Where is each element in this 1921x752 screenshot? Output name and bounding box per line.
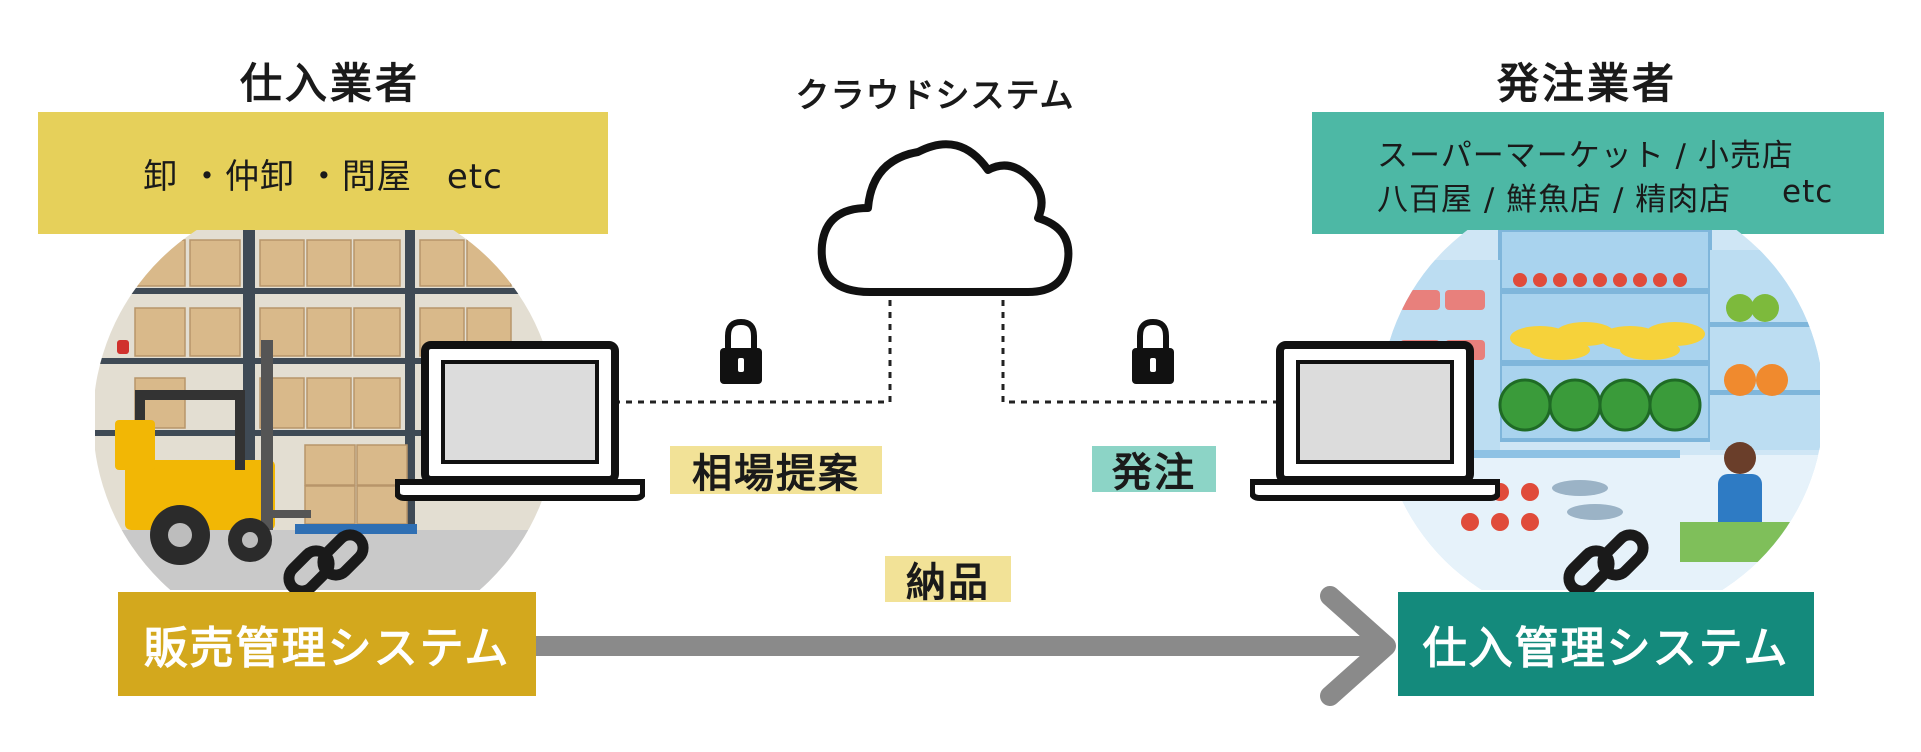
delivery-label: 納品 bbox=[906, 560, 990, 606]
sales-management-system-box: 販売管理システム bbox=[118, 592, 536, 696]
supplier-types-box: 卸 ・仲卸 ・問屋 etc bbox=[38, 112, 608, 234]
padlock-icon bbox=[720, 318, 762, 384]
order-tag: 発注 bbox=[1092, 446, 1216, 496]
order-label: 発注 bbox=[1112, 450, 1196, 496]
cloud-system-label: クラウドシステム bbox=[795, 76, 1075, 116]
orderer-types-box: スーパーマーケット / 小売店 八百屋 / 鮮魚店 / 精肉店 etc bbox=[1312, 112, 1884, 234]
cloud-left-connector bbox=[610, 300, 892, 404]
warehouse-illustration bbox=[95, 230, 555, 590]
orderer-types-etc: etc bbox=[1782, 174, 1834, 210]
purchase-management-system-label: 仕入管理システム bbox=[1422, 623, 1790, 674]
chain-link-icon bbox=[1563, 529, 1649, 597]
orderer-types-line1: スーパーマーケット / 小売店 bbox=[1377, 138, 1794, 174]
supermarket-illustration bbox=[1380, 230, 1820, 590]
laptop-icon bbox=[1250, 341, 1500, 501]
laptop-icon bbox=[395, 341, 645, 501]
price-proposal-label: 相場提案 bbox=[692, 451, 860, 497]
shop-clerk-icon bbox=[1680, 442, 1820, 562]
purchase-management-system-box: 仕入管理システム bbox=[1398, 592, 1814, 696]
cloud-icon bbox=[817, 140, 1073, 296]
arrow-right-icon bbox=[1320, 586, 1396, 706]
chain-link-icon bbox=[283, 529, 369, 597]
price-proposal-tag: 相場提案 bbox=[670, 446, 882, 497]
padlock-icon bbox=[1132, 318, 1174, 384]
orderer-types-line2: 八百屋 / 鮮魚店 / 精肉店 bbox=[1377, 182, 1732, 218]
sales-management-system-label: 販売管理システム bbox=[143, 623, 511, 674]
supplier-types-text: 卸 ・仲卸 ・問屋 etc bbox=[143, 156, 503, 197]
cloud-right-connector bbox=[1001, 300, 1285, 404]
forklift-icon bbox=[115, 340, 311, 565]
delivery-tag: 納品 bbox=[885, 556, 1011, 606]
supplier-heading: 仕入業者 bbox=[239, 59, 420, 108]
orderer-heading: 発注業者 bbox=[1496, 59, 1677, 108]
